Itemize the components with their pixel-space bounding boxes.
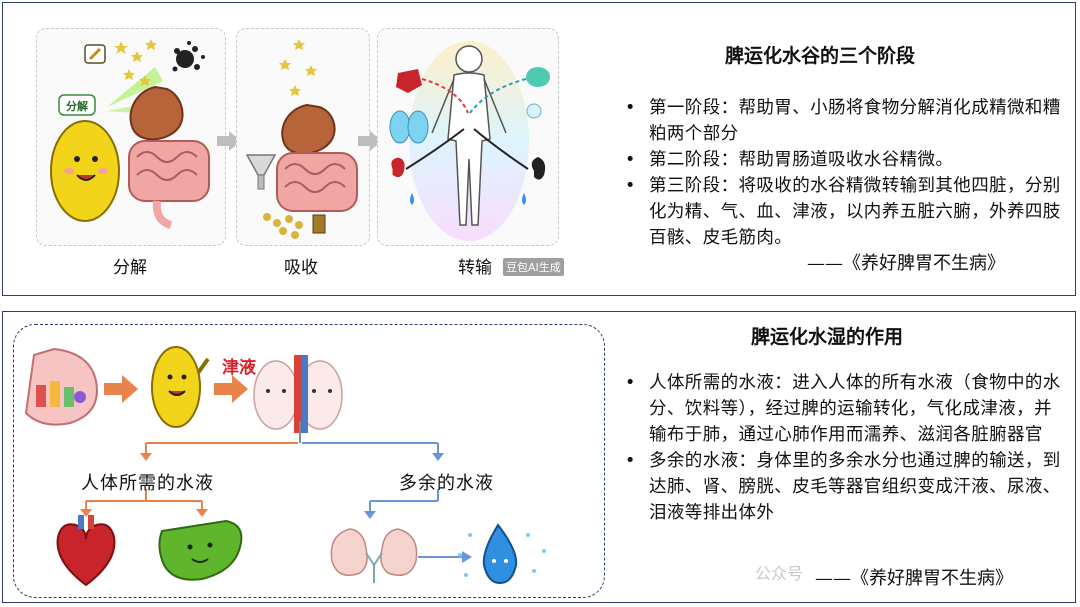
arrow-icon: [104, 375, 138, 403]
decompose-speech-text: 分解: [66, 99, 88, 113]
absorb-scene: [237, 29, 370, 246]
top-panel-title: 脾运化水谷的三个阶段: [725, 41, 915, 68]
arrow-icon: [214, 375, 248, 403]
stage-label-absorb: 吸收: [284, 253, 318, 278]
nutrient-stars: [279, 39, 317, 96]
stomach-drinks-icon: [26, 349, 97, 425]
waste-particles: [173, 41, 206, 72]
bullet-stage-3: 第三阶段：将吸收的水谷精微转输到其他四脏，分别化为精、气、血、津液，以内养五脏六…: [625, 173, 1061, 251]
top-bullet-list: 第一阶段：帮助胃、小肠将食物分解消化成精微和糟粕两个部分 第二阶段：帮助胃肠道吸…: [625, 95, 1061, 251]
bottom-source-citation: ——《养好脾胃不生病》: [815, 564, 1013, 590]
jinye-label: 津液: [222, 353, 256, 378]
stage-absorb-illustration: [236, 28, 370, 246]
bullet-stage-1: 第一阶段：帮助胃、小肠将食物分解消化成精微和糟粕两个部分: [625, 95, 1061, 147]
bottom-panel-title: 脾运化水湿的作用: [751, 322, 903, 349]
top-source-citation: ——《养好脾胃不生病》: [807, 249, 1005, 275]
needed-fluid-label: 人体所需的水液: [81, 469, 214, 495]
wechat-watermark: 公众号: [755, 560, 803, 584]
water-flow-diagram: [14, 325, 606, 599]
kidneys-icon: [331, 529, 416, 583]
stage-decompose-illustration: 分解: [36, 28, 226, 246]
stage-label-decompose: 分解: [113, 253, 147, 278]
liver-icon: [159, 521, 241, 580]
water-droplet-icon: [458, 525, 546, 583]
spleen-character: [152, 347, 208, 427]
dark-kidney-icon: [532, 157, 545, 180]
bullet-stage-2: 第二阶段：帮助胃肠道吸收水谷精微。: [625, 147, 1061, 173]
stage-label-transport: 转输: [458, 253, 492, 278]
intestines: [129, 141, 209, 225]
bubble-icon: [527, 104, 541, 118]
ai-watermark: 豆包AI生成: [503, 258, 564, 276]
decompose-scene: 分解: [37, 29, 226, 246]
spleen-organ-icon: [526, 67, 550, 87]
lungs-icon: [390, 111, 428, 143]
lungs-icon: [254, 355, 342, 433]
bullet-needed-fluid: 人体所需的水液：进入人体的所有水液（食物中的水分、饮料等），经过脾的运输转化，气…: [625, 370, 1061, 448]
bottom-panel: 津液 人体所需的水液 多余的水液 脾运化水湿的作用 人体所需的水液：进入人体的所…: [2, 311, 1076, 603]
transport-scene: [378, 29, 559, 246]
top-panel: 分解: [2, 2, 1076, 296]
stage-transport-illustration: [377, 28, 559, 246]
kidney-icon: [391, 157, 405, 178]
excess-fluid-label: 多余的水液: [399, 469, 494, 495]
bottom-bullet-list: 人体所需的水液：进入人体的所有水液（食物中的水分、饮料等），经过脾的运输转化，气…: [625, 370, 1061, 526]
bullet-excess-fluid: 多余的水液：身体里的多余水分也通过脾的输送，到达肺、肾、膀胱、皮毛等器官组织变成…: [625, 448, 1061, 526]
water-flow-diagram-frame: 津液 人体所需的水液 多余的水液: [13, 324, 605, 598]
heart-icon: [58, 515, 115, 585]
spleen-character: [51, 121, 119, 221]
